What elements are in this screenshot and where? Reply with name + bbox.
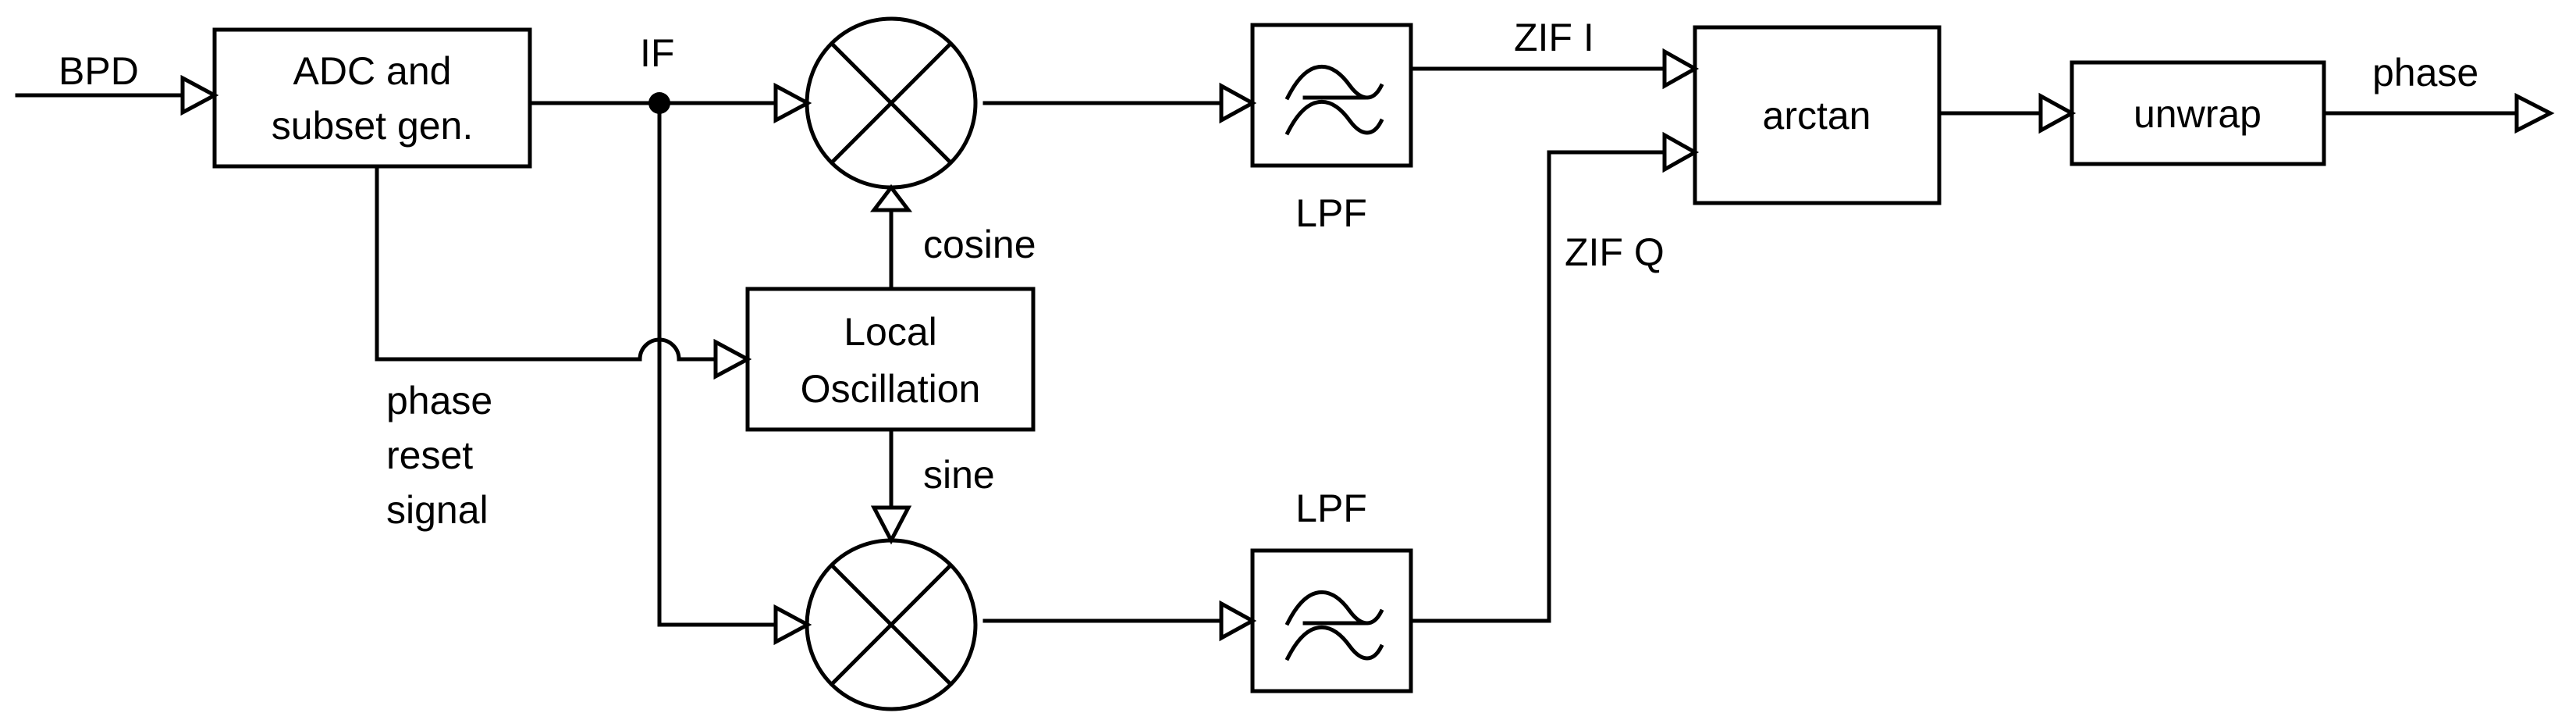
phase-reset-label-line2: reset [386, 433, 473, 477]
arctan-block: arctan [1693, 25, 1942, 205]
bpd-label: BPD [59, 49, 139, 93]
local-oscillator-block: Local Oscillation [745, 287, 1036, 432]
zif-i-label: ZIF I [1514, 16, 1594, 59]
sine-label: sine [923, 453, 995, 497]
arrow-into-adc [180, 74, 219, 116]
adc-block: ADC and subset gen. [212, 27, 532, 169]
lpf-top-block [1250, 23, 1413, 168]
adc-label-line2: subset gen. [272, 104, 474, 148]
unwrap-block: unwrap [2070, 60, 2326, 166]
wire-zif-q [1409, 150, 1667, 623]
arrow-phase-output [2514, 92, 2555, 134]
arrowheads [180, 48, 2555, 646]
wire-phase-reset [375, 164, 718, 362]
phase-output-label: phase [2372, 51, 2478, 94]
arrow-zif-i [1662, 48, 1700, 90]
wires [15, 66, 2519, 627]
phase-reset-label-line3: signal [386, 488, 489, 532]
arrow-into-lower-mixer [773, 604, 812, 646]
arrow-into-lpf-bottom [1219, 600, 1257, 642]
lo-label-line2: Oscillation [801, 367, 981, 411]
arrow-cosine-up [869, 184, 913, 212]
phase-reset-label-line1: phase [386, 379, 492, 422]
lpf-bottom-label: LPF [1295, 487, 1367, 530]
lower-mixer-icon [805, 538, 978, 711]
adc-label-line1: ADC and [293, 49, 452, 93]
arrow-zif-q [1662, 131, 1700, 173]
arrow-sine-down [870, 505, 912, 545]
lpf-bottom-block [1250, 548, 1413, 693]
lowpass-filter-icon [1284, 65, 1384, 136]
zif-q-label: ZIF Q [1565, 230, 1665, 274]
arrow-into-lo [713, 338, 752, 380]
lowpass-filter-icon [1284, 590, 1384, 661]
if-label: IF [640, 31, 674, 75]
arrow-into-unwrap [2038, 92, 2077, 134]
arrow-into-lpf-top [1219, 82, 1257, 124]
if-junction-dot [648, 92, 670, 114]
arctan-label: arctan [1763, 94, 1871, 137]
unwrap-label: unwrap [2134, 92, 2262, 136]
arrow-into-upper-mixer [773, 82, 812, 124]
lo-label-line1: Local [844, 310, 937, 354]
wire-if-to-lower-mixer [657, 101, 784, 627]
lpf-top-label: LPF [1295, 191, 1367, 235]
upper-mixer-icon [805, 16, 978, 190]
cosine-label: cosine [923, 223, 1036, 266]
